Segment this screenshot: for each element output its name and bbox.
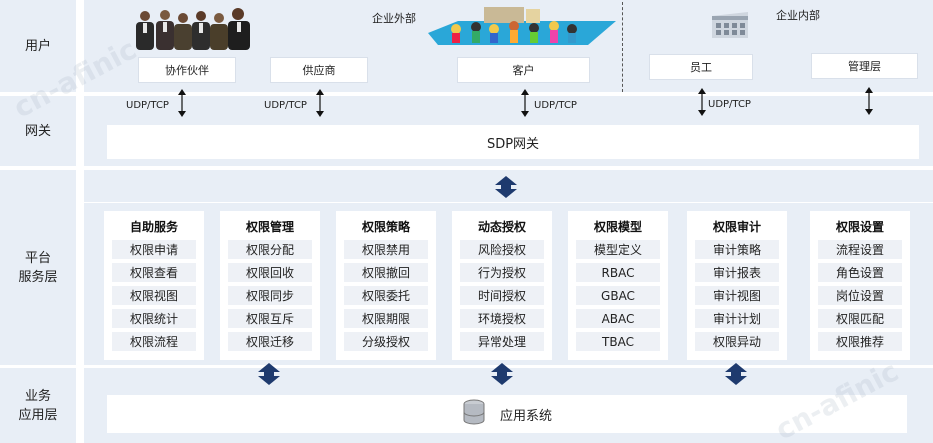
layer-label-platform: 平台 服务层 — [0, 170, 76, 365]
module-item: 异常处理 — [460, 332, 544, 351]
gateway-platform-arrow — [495, 176, 517, 202]
module-permission-settings: 权限设置 流程设置 角色设置 岗位设置 权限匹配 权限推荐 — [810, 211, 910, 360]
module-self-service: 自助服务 权限申请 权限查看 权限视图 权限统计 权限流程 — [104, 211, 204, 360]
module-item: 权限申请 — [112, 240, 196, 259]
module-item: 权限查看 — [112, 263, 196, 282]
module-item: 权限视图 — [112, 286, 196, 305]
module-item: 时间授权 — [460, 286, 544, 305]
module-item: 权限流程 — [112, 332, 196, 351]
module-item: 审计策略 — [695, 240, 779, 259]
module-item: 权限回收 — [228, 263, 312, 282]
protocol-label-partner: UDP/TCP — [126, 100, 169, 111]
module-item: 分级授权 — [344, 332, 428, 351]
module-item: 权限撤回 — [344, 263, 428, 282]
user-partner: 协作伙伴 — [138, 57, 236, 83]
platform-app-arrow-left — [258, 363, 280, 389]
module-item: 权限统计 — [112, 309, 196, 328]
application-system: 应用系统 — [107, 395, 907, 433]
module-item: 权限异动 — [695, 332, 779, 351]
layer-label-app: 业务 应用层 — [0, 368, 76, 443]
module-dynamic-authorization: 动态授权 风险授权 行为授权 时间授权 环境授权 异常处理 — [452, 211, 552, 360]
module-title: 权限管理 — [245, 220, 294, 234]
module-item: 模型定义 — [576, 240, 660, 259]
module-item: 权限推荐 — [818, 332, 902, 351]
module-title: 权限策略 — [361, 220, 410, 234]
region-external: 企业外部 — [372, 12, 416, 25]
module-item: 权限委托 — [344, 286, 428, 305]
module-item: 审计计划 — [695, 309, 779, 328]
module-item: 权限迁移 — [228, 332, 312, 351]
module-permission-management: 权限管理 权限分配 权限回收 权限同步 权限互斥 权限迁移 — [220, 211, 320, 360]
business-people-icon — [131, 8, 255, 50]
user-supplier: 供应商 — [270, 57, 368, 83]
module-item: 风险授权 — [460, 240, 544, 259]
module-item: 岗位设置 — [818, 286, 902, 305]
arrow-manager — [864, 87, 874, 115]
module-title: 自助服务 — [129, 220, 178, 234]
region-divider — [622, 2, 623, 92]
platform-app-arrow-right — [725, 363, 747, 389]
module-title: 动态授权 — [477, 220, 526, 234]
protocol-label-employee: UDP/TCP — [708, 99, 751, 110]
arrow-partner — [177, 89, 187, 117]
database-icon — [462, 399, 486, 429]
module-item: 权限同步 — [228, 286, 312, 305]
module-item: 权限互斥 — [228, 309, 312, 328]
customer-crowd-icon — [428, 5, 616, 55]
module-item: GBAC — [576, 286, 660, 305]
module-item: RBAC — [576, 263, 660, 282]
module-item: 角色设置 — [818, 263, 902, 282]
module-item: 权限匹配 — [818, 309, 902, 328]
module-item: TBAC — [576, 332, 660, 351]
module-item: 审计视图 — [695, 286, 779, 305]
module-item: ABAC — [576, 309, 660, 328]
module-title: 权限审计 — [712, 220, 761, 234]
arrow-employee — [697, 88, 707, 116]
platform-app-arrow-center — [491, 363, 513, 389]
module-permission-model: 权限模型 模型定义 RBAC GBAC ABAC TBAC — [568, 211, 668, 360]
layer-label-user: 用户 — [0, 0, 76, 92]
module-title: 权限模型 — [593, 220, 642, 234]
module-item: 权限分配 — [228, 240, 312, 259]
module-item: 权限期限 — [344, 309, 428, 328]
office-building-icon — [708, 10, 752, 40]
arrow-supplier — [315, 89, 325, 117]
module-title: 权限设置 — [835, 220, 884, 234]
arrow-customer — [520, 89, 530, 117]
user-customer: 客户 — [457, 57, 590, 83]
user-manager: 管理层 — [811, 53, 918, 79]
user-employee: 员工 — [649, 54, 753, 80]
module-item: 审计报表 — [695, 263, 779, 282]
module-item: 环境授权 — [460, 309, 544, 328]
module-permission-audit: 权限审计 审计策略 审计报表 审计视图 审计计划 权限异动 — [687, 211, 787, 360]
module-item: 权限禁用 — [344, 240, 428, 259]
protocol-label-customer: UDP/TCP — [534, 100, 577, 111]
protocol-label-supplier: UDP/TCP — [264, 100, 307, 111]
sdp-gateway: SDP网关 — [107, 125, 919, 159]
module-item: 行为授权 — [460, 263, 544, 282]
region-internal: 企业内部 — [776, 9, 820, 22]
module-item: 流程设置 — [818, 240, 902, 259]
layer-label-gateway: 网关 — [0, 96, 76, 166]
module-permission-policy: 权限策略 权限禁用 权限撤回 权限委托 权限期限 分级授权 — [336, 211, 436, 360]
